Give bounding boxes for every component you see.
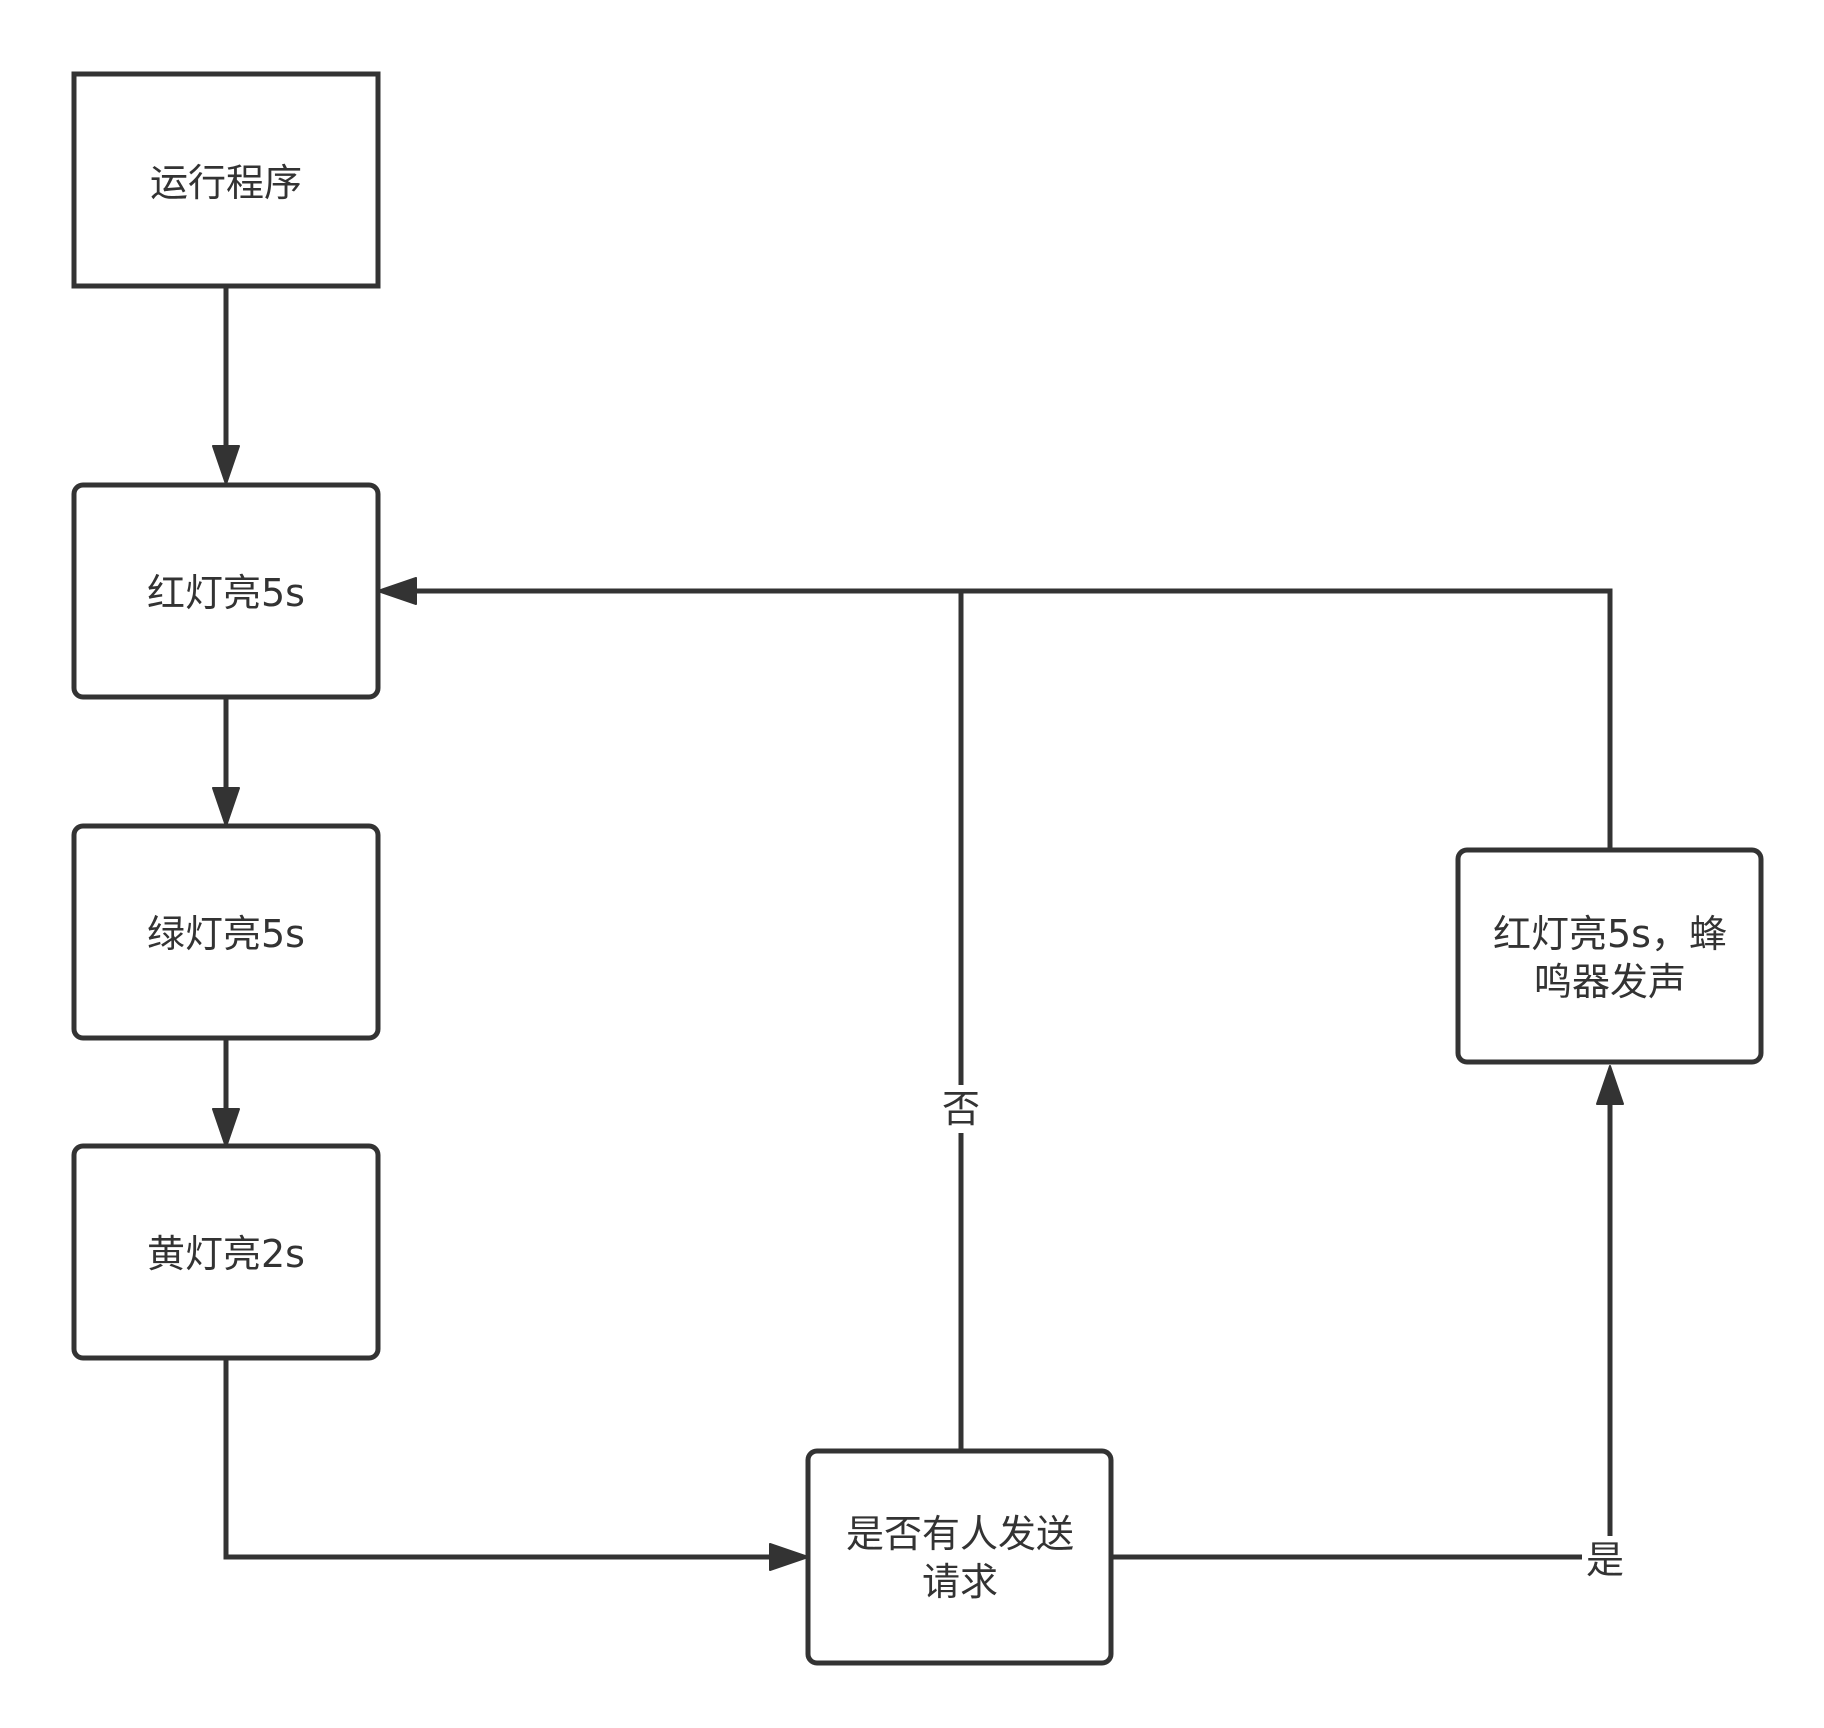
node-red-buzzer-box [1455, 847, 1764, 1065]
node-green-light-box [71, 823, 381, 1041]
arrowhead-to-buzzer [1596, 1065, 1624, 1105]
node-yellow-light-label: 黄灯亮2s [147, 1232, 305, 1276]
edges [212, 287, 1624, 1571]
edge-buzzer-to-red [961, 588, 1613, 850]
node-red-buzzer-line1: 红灯亮5s，蜂 [1493, 912, 1727, 956]
node-red-light[interactable]: 红灯亮5s [71, 482, 381, 700]
node-run-program-label: 运行程序 [150, 161, 302, 205]
edge-label-no: 否 [938, 1085, 984, 1133]
node-red-light-box [71, 482, 381, 700]
node-red-buzzer[interactable]: 红灯亮5s，蜂 鸣器发声 [1455, 847, 1764, 1065]
node-yellow-light-box [71, 1143, 381, 1361]
node-request-check-box [805, 1448, 1114, 1666]
node-yellow-light[interactable]: 黄灯亮2s [71, 1143, 381, 1361]
arrowhead-start-to-red [212, 445, 240, 485]
node-request-check-line2: 请求 [922, 1560, 998, 1604]
arrowhead-green-to-yellow [212, 1108, 240, 1148]
edge-label-no-text: 否 [942, 1087, 980, 1131]
arrowhead-red-to-green [212, 787, 240, 827]
edge-label-yes: 是 [1582, 1536, 1628, 1584]
arrowhead-yellow-to-decision [769, 1543, 809, 1571]
node-run-program-box [71, 71, 381, 289]
node-green-light-label: 绿灯亮5s [147, 912, 305, 956]
edge-label-yes-text: 是 [1586, 1538, 1624, 1582]
node-red-light-label: 红灯亮5s [147, 571, 305, 615]
edge-decision-no-to-red [410, 588, 964, 1451]
node-green-light[interactable]: 绿灯亮5s [71, 823, 381, 1041]
node-red-buzzer-line2: 鸣器发声 [1534, 960, 1686, 1004]
edge-label-yes-bg [1582, 1536, 1628, 1584]
node-request-check[interactable]: 是否有人发送 请求 [805, 1448, 1114, 1666]
edge-label-no-bg [938, 1085, 984, 1133]
edge-yellow-to-decision [223, 1358, 776, 1560]
node-run-program[interactable]: 运行程序 [71, 71, 381, 289]
node-request-check-line1: 是否有人发送 [846, 1512, 1074, 1556]
arrowhead-to-red-light [377, 577, 417, 605]
edge-decision-yes-to-buzzer [1110, 1098, 1613, 1560]
